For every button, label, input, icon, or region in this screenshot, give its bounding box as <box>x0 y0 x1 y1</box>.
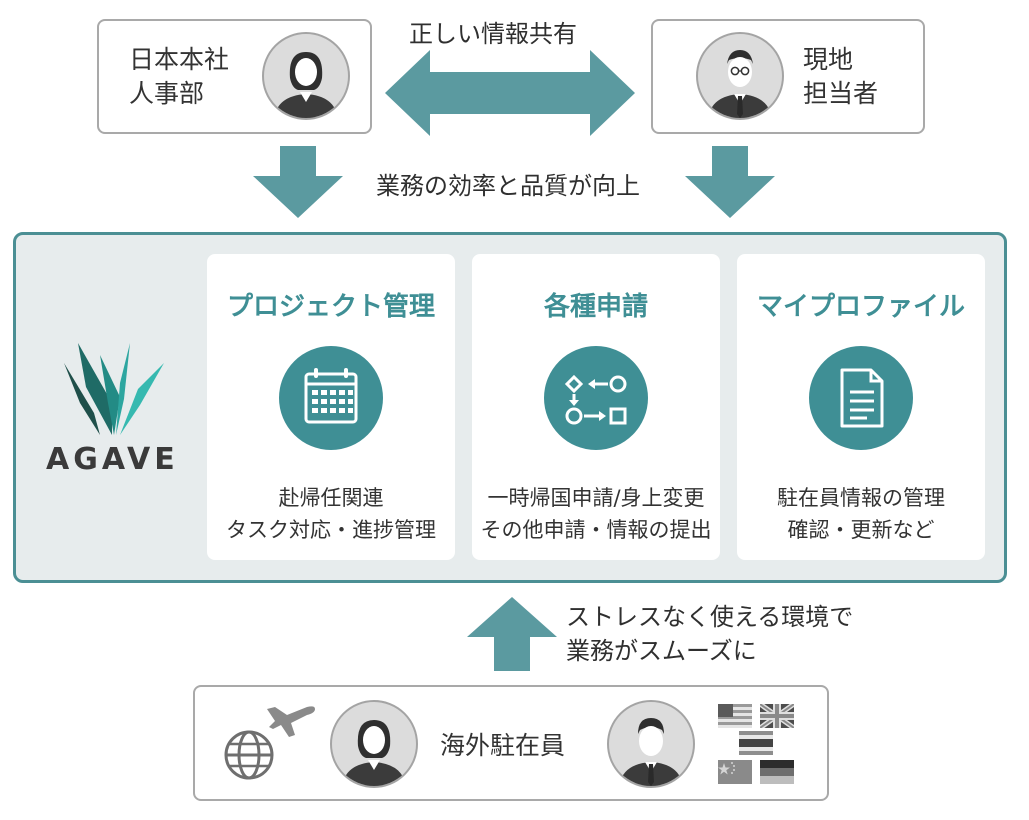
card-description: 一時帰国申請/身上変更 その他申請・情報の提出 <box>472 482 720 546</box>
card-title: マイプロファイル <box>756 292 965 322</box>
hq-hr-label-line1: 日本本社 <box>129 45 230 74</box>
card-title: プロジェクト管理 <box>226 292 435 322</box>
up-arrow-icon <box>467 597 557 671</box>
share-label: 正しい情報共有 <box>409 20 577 48</box>
uk-flag-icon <box>760 704 794 728</box>
local-staff-box: 現地 担当者 <box>651 19 925 134</box>
card-desc-line1: 駐在員情報の管理 <box>777 486 945 510</box>
document-icon <box>809 346 913 450</box>
airplane-icon <box>267 706 315 737</box>
expat-label: 海外駐在員 <box>440 731 566 760</box>
china-flag-icon <box>718 760 752 784</box>
efficiency-label: 業務の効率と品質が向上 <box>376 172 640 200</box>
workflow-icon <box>544 346 648 450</box>
applications-card: 各種申請 一時帰国申請/身上変更 その他申請・情報の提出 <box>472 254 720 560</box>
hq-hr-box: 日本本社 人事部 <box>97 19 372 134</box>
germany-flag-icon <box>760 760 794 784</box>
female-expat-avatar-icon <box>330 700 418 788</box>
calendar-icon <box>279 346 383 450</box>
project-management-card: プロジェクト管理 赴帰任関連 タスク対応・進捗管理 <box>207 254 455 560</box>
down-arrow-right-icon <box>685 146 775 218</box>
card-desc-line2: タスク対応・進捗管理 <box>226 518 436 542</box>
usa-flag-icon <box>718 704 752 728</box>
hq-hr-label: 日本本社 人事部 <box>129 43 229 111</box>
stress-free-line1: ストレスなく使える環境で <box>566 603 854 631</box>
card-desc-line2: その他申請・情報の提出 <box>480 518 712 542</box>
thailand-flag-icon <box>739 731 773 755</box>
local-staff-label-line2: 担当者 <box>803 79 879 108</box>
down-arrow-left-icon <box>253 146 343 218</box>
stress-free-label: ストレスなく使える環境で 業務がスムーズに <box>566 600 853 668</box>
hq-hr-label-line2: 人事部 <box>129 79 205 108</box>
card-desc-line2: 確認・更新など <box>787 518 935 542</box>
card-desc-line1: 一時帰国申請/身上変更 <box>487 486 705 510</box>
male-expat-avatar-icon <box>607 700 695 788</box>
double-arrow-icon <box>385 50 635 136</box>
card-description: 赴帰任関連 タスク対応・進捗管理 <box>207 482 455 546</box>
expat-box: 海外駐在員 <box>193 685 829 801</box>
female-avatar-icon <box>262 32 350 120</box>
card-desc-line1: 赴帰任関連 <box>278 486 384 510</box>
local-staff-label: 現地 担当者 <box>803 43 878 111</box>
card-description: 駐在員情報の管理 確認・更新など <box>737 482 985 546</box>
stress-free-line2: 業務がスムーズに <box>566 637 757 665</box>
male-glasses-avatar-icon <box>696 32 784 120</box>
local-staff-label-line1: 現地 <box>803 45 854 74</box>
card-title: 各種申請 <box>543 292 648 322</box>
my-profile-card: マイプロファイル 駐在員情報の管理 確認・更新など <box>737 254 985 560</box>
globe-icon <box>224 730 274 780</box>
agave-brand-text: AGAVE <box>46 442 179 477</box>
agave-logo-icon <box>64 343 164 435</box>
